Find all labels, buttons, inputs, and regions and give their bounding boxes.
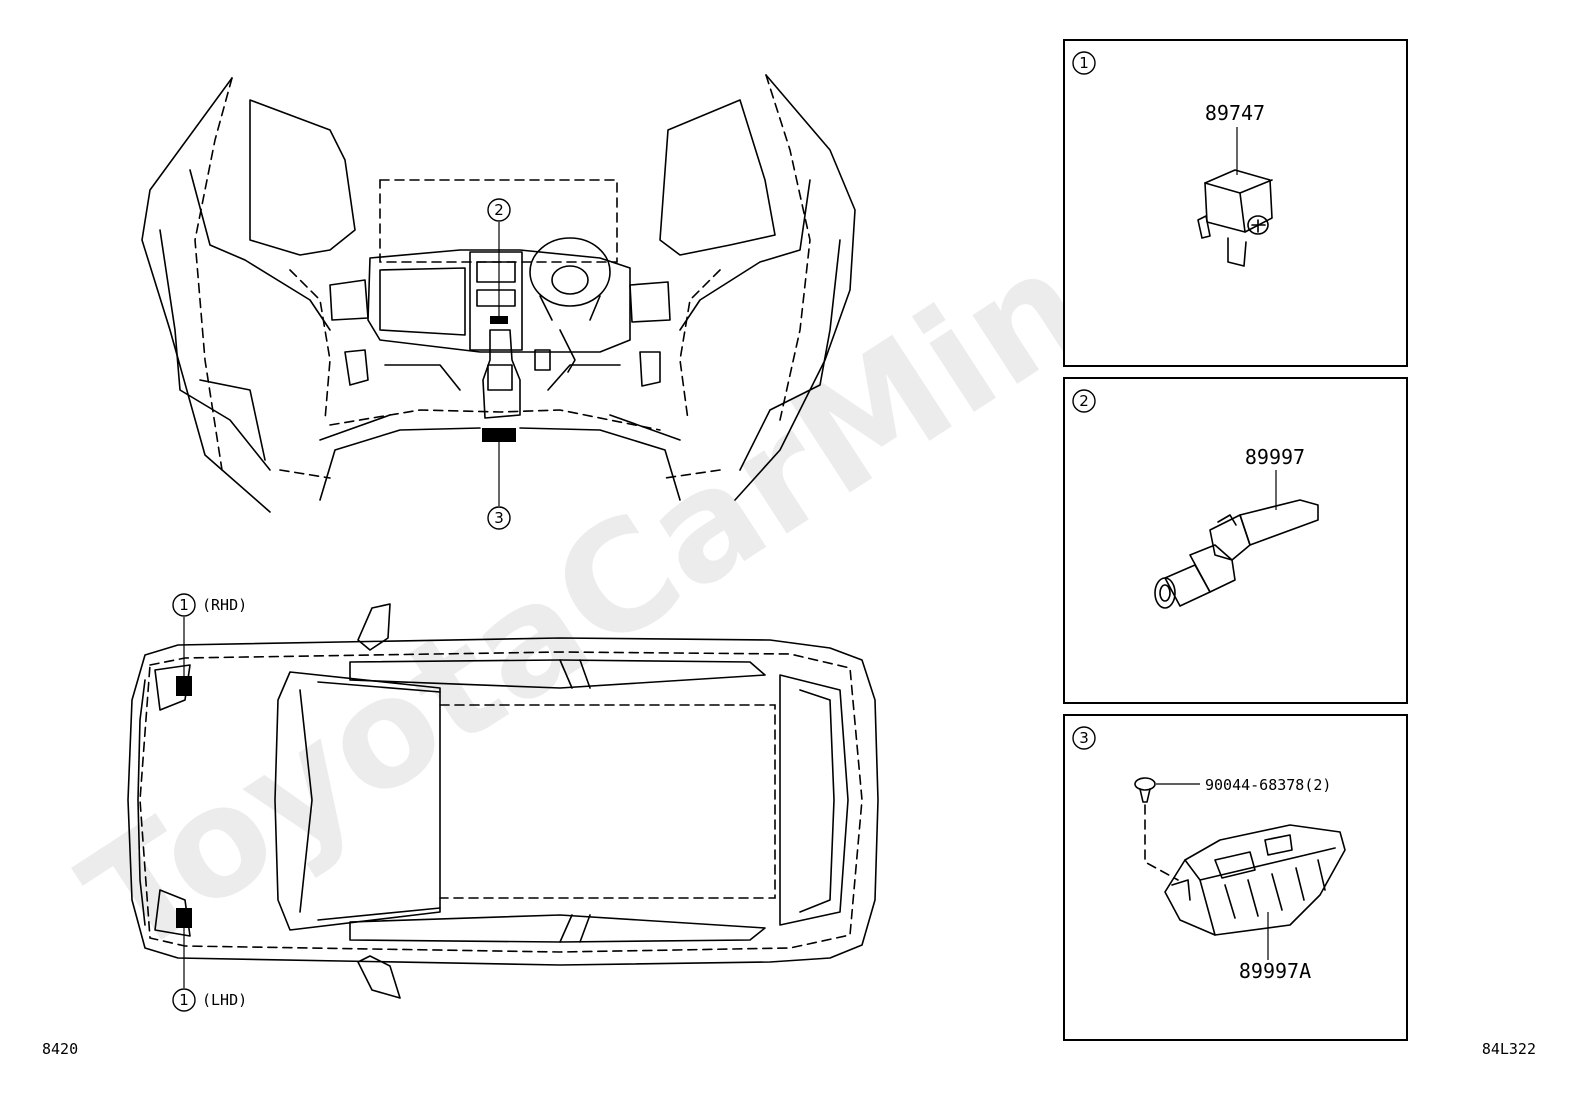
part-89997A-drawing [1164,824,1346,936]
callout-1-rhd-circle [172,593,196,617]
panel-2-number: 2 [1079,392,1089,410]
callout-2-circle [487,198,511,222]
callout-3-number: 3 [494,509,504,527]
callout-rhd-label: (RHD) [202,596,247,614]
footer-right-code: 84L322 [1482,1040,1536,1058]
panel-1-frame [1063,39,1408,367]
marker-1-rhd [176,676,192,696]
callout-1-lhd-number: 1 [179,991,189,1009]
panel-3-frame [1063,714,1408,1041]
marker-1-lhd [176,908,192,928]
panel-3: 3 90044-68378(2) 89997A [1063,714,1408,1041]
panel-1-number: 1 [1079,54,1089,72]
callout-3-circle [487,506,511,530]
marker-3 [482,428,516,442]
part-89747-label: 89747 [1205,101,1265,125]
panel-3-circle [1072,726,1096,750]
marker-2 [490,316,508,324]
interior-view: 2 3 [141,74,856,530]
callout-lhd-label: (LHD) [202,991,247,1009]
callout-2-number: 2 [494,201,504,219]
part-89747-drawing [1197,169,1273,267]
panel-3-number: 3 [1079,729,1089,747]
panel-2: 2 89997 [1063,377,1408,704]
panel-2-frame [1063,377,1408,704]
panel-2-circle [1072,389,1096,413]
top-view: 1 (RHD) 1 (LHD) [127,593,879,1012]
footer-left-code: 8420 [42,1040,78,1058]
fastener-clip-drawing [1134,777,1156,803]
panel-1-circle [1072,51,1096,75]
panel-1: 1 89747 [1063,39,1408,367]
part-89997-drawing [1154,499,1319,609]
callout-1-lhd-circle [172,988,196,1012]
part-89997-label: 89997 [1245,445,1305,469]
fastener-part-label: 90044-68378(2) [1205,776,1331,794]
part-89997A-label: 89997A [1239,959,1311,983]
callout-1-rhd-number: 1 [179,596,189,614]
